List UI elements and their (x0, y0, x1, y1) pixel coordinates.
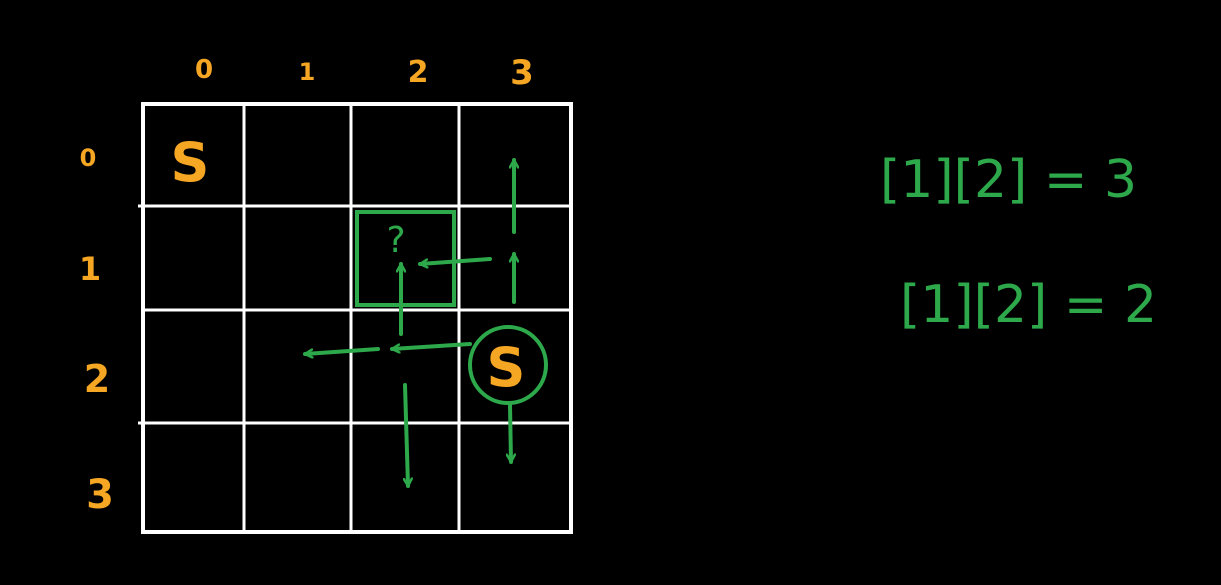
bfs-arrows (303, 158, 514, 488)
col-label-0: 0 (195, 55, 213, 85)
row-label-2: 2 (84, 357, 110, 401)
arrow-left-row1 (418, 257, 492, 264)
grid (138, 102, 573, 534)
row-label-1: 1 (79, 250, 101, 288)
col-label-3: 3 (510, 53, 534, 93)
arrow-down-col3 (510, 403, 511, 464)
query-mark: ? (386, 220, 405, 261)
query-cell-highlight (355, 210, 456, 307)
row-label-0: 0 (80, 144, 97, 172)
arrow-left-row2-long (303, 347, 380, 354)
col-label-1: 1 (299, 58, 316, 86)
arrow-left-row2-short (390, 342, 472, 349)
col-label-2: 2 (408, 55, 429, 90)
row-label-3: 3 (86, 472, 114, 518)
start-mark-0-0: S (171, 131, 210, 194)
row-labels: 0 1 2 3 (79, 144, 114, 518)
column-labels: 0 1 2 3 (195, 53, 534, 93)
start-mark-2-3: S (487, 336, 526, 399)
equation-1: [1][2] = 3 (880, 150, 1137, 210)
start-mark-circle (468, 325, 548, 405)
equation-2: [1][2] = 2 (900, 275, 1157, 335)
grid-border (141, 102, 573, 534)
arrow-down-col2 (405, 383, 408, 488)
